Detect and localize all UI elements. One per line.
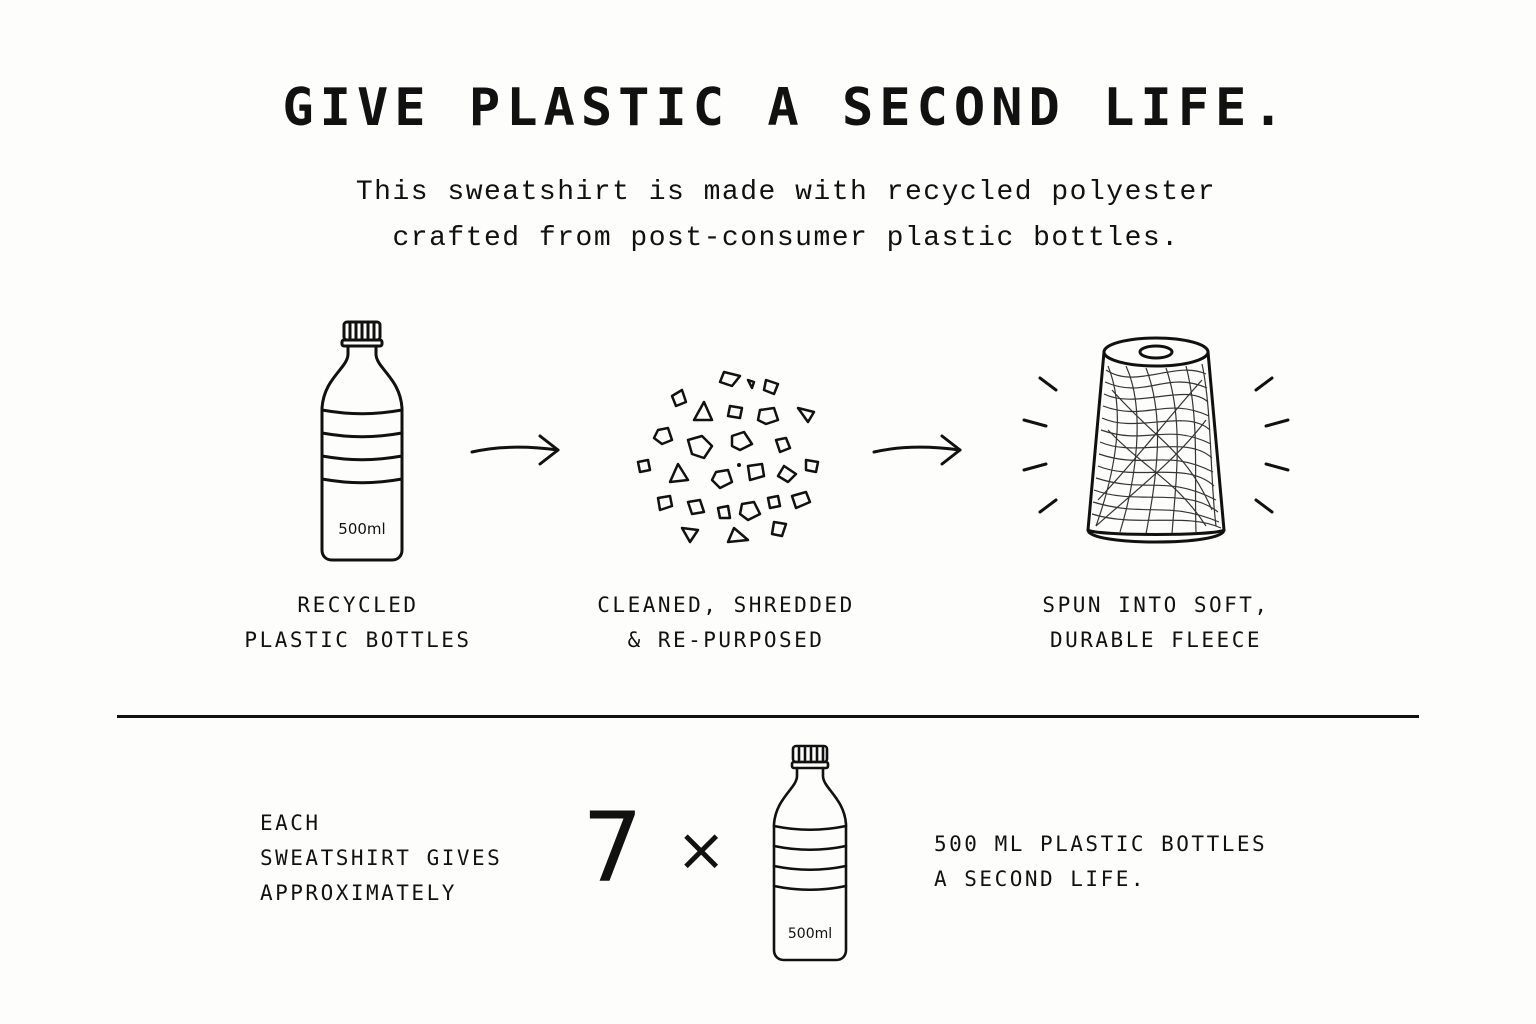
stat-tail-line: 500 ML PLASTIC BOTTLES — [934, 832, 1268, 856]
stat-lead-line: EACH — [260, 811, 321, 835]
subtitle-line-1: This sweatshirt is made with recycled po… — [355, 177, 1217, 208]
step-caption-recycled: RECYCLED PLASTIC BOTTLES — [168, 588, 548, 658]
bottle-icon: 500ml — [772, 744, 848, 962]
page-title: GIVE PLASTIC A SECOND LIFE. — [282, 78, 1290, 138]
step-caption-spun: SPUN INTO SOFT, DURABLE FLEECE — [966, 588, 1346, 658]
yarn-spool-icon — [1022, 336, 1290, 544]
stat-lead-line: SWEATSHIRT GIVES — [260, 846, 503, 870]
subtitle: This sweatshirt is made with recycled po… — [0, 170, 1536, 262]
stat-tail-line: A SECOND LIFE. — [934, 867, 1147, 891]
stat-lead-line: APPROXIMATELY — [260, 881, 457, 905]
bottle-volume-label: 500ml — [788, 926, 832, 942]
caption-line: & RE-PURPOSED — [627, 628, 825, 652]
multiplier-sign: × — [676, 815, 727, 885]
caption-line: PLASTIC BOTTLES — [244, 628, 472, 652]
caption-line: SPUN INTO SOFT, — [1042, 593, 1270, 617]
caption-line: DURABLE FLEECE — [1049, 628, 1262, 652]
step-caption-shredded: CLEANED, SHREDDED & RE-PURPOSED — [536, 588, 916, 658]
bottle-count: 7 — [582, 792, 644, 904]
caption-line: CLEANED, SHREDDED — [597, 593, 855, 617]
shredded-flakes-icon — [636, 370, 820, 544]
stat-lead-text: EACH SWEATSHIRT GIVES APPROXIMATELY — [260, 806, 502, 911]
bottle-icon: 500ml — [320, 320, 404, 562]
stat-tail-text: 500 ML PLASTIC BOTTLES A SECOND LIFE. — [934, 827, 1267, 897]
subtitle-line-2: crafted from post-consumer plastic bottl… — [392, 223, 1180, 254]
arrow-right-icon — [872, 434, 962, 466]
arrow-right-icon — [470, 434, 560, 466]
caption-line: RECYCLED — [297, 593, 419, 617]
divider — [117, 715, 1419, 718]
bottle-volume-label: 500ml — [338, 520, 385, 538]
